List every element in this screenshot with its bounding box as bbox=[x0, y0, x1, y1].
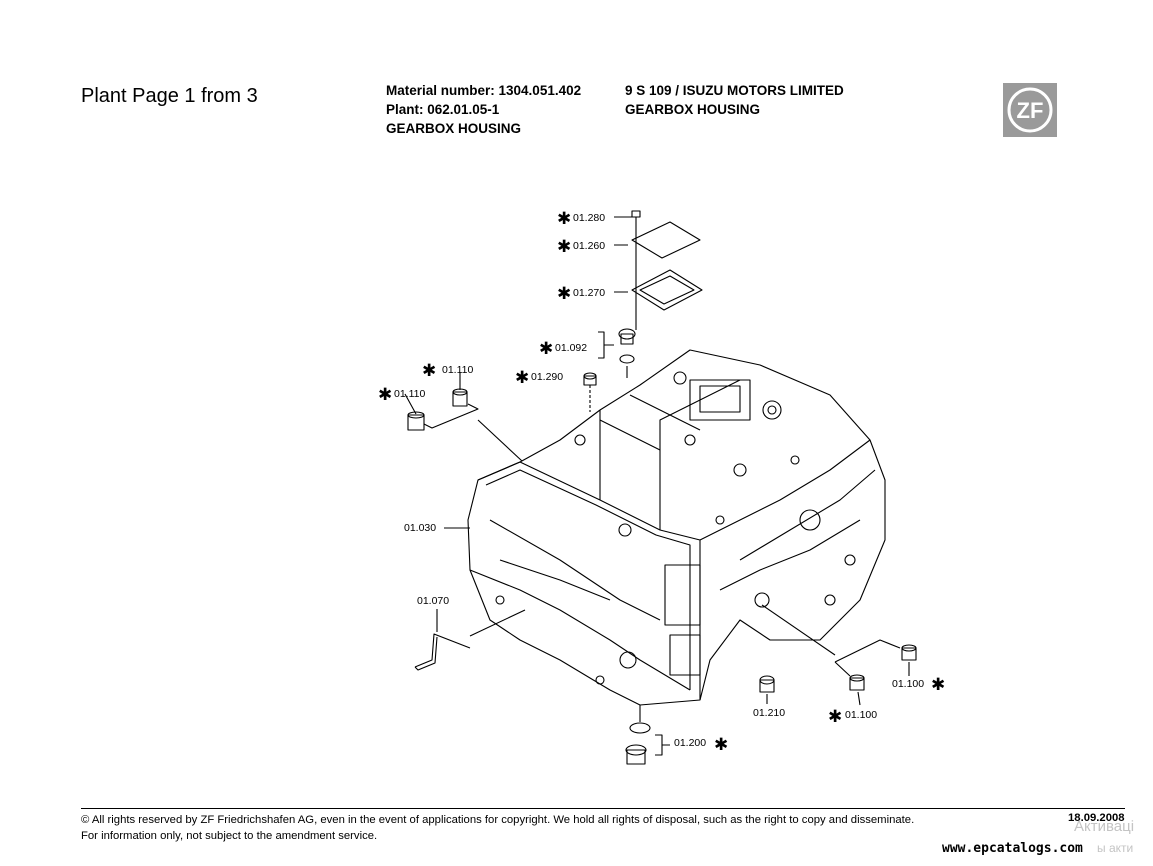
part-label-01-100: 01.100 bbox=[845, 709, 877, 721]
threaded-plug bbox=[901, 644, 917, 661]
copyright-line: © All rights reserved by ZF Friedrichsha… bbox=[81, 814, 915, 826]
threaded-plug bbox=[407, 411, 425, 431]
rod bbox=[414, 633, 471, 671]
part-label-01-110: 01.110 bbox=[394, 388, 425, 400]
star-mark: ✱ bbox=[714, 735, 728, 755]
part-label-01-260: 01.260 bbox=[573, 240, 605, 252]
star-mark: ✱ bbox=[515, 368, 529, 388]
star-mark: ✱ bbox=[422, 361, 436, 381]
screw bbox=[631, 210, 641, 228]
part-label-01-070: 01.070 bbox=[417, 595, 449, 607]
star-mark: ✱ bbox=[931, 675, 945, 695]
activation-watermark: ы акти bbox=[1097, 841, 1134, 855]
plug-screw bbox=[618, 328, 636, 345]
screw-plug bbox=[759, 675, 775, 693]
star-mark: ✱ bbox=[557, 284, 571, 304]
drain-plug bbox=[625, 744, 647, 765]
zf-logo-text: ZF bbox=[1017, 98, 1044, 123]
threaded-plug bbox=[452, 388, 468, 407]
part-description: GEARBOX HOUSING bbox=[386, 121, 522, 136]
model-name: 9 S 109 / ISUZU MOTORS LIMITED bbox=[625, 83, 844, 98]
model-description: GEARBOX HOUSING bbox=[625, 102, 761, 117]
gasket bbox=[631, 269, 703, 311]
model-info: 9 S 109 / ISUZU MOTORS LIMITED GEARBOX H… bbox=[625, 81, 844, 119]
document-date: 18.09.2008 bbox=[1068, 812, 1125, 824]
sleeve bbox=[583, 372, 597, 386]
cover-plate bbox=[631, 221, 701, 259]
part-label-01-092: 01.092 bbox=[555, 342, 587, 354]
copyright-notice: © All rights reserved by ZF Friedrichsha… bbox=[81, 812, 914, 844]
part-label-01-290: 01.290 bbox=[531, 371, 563, 383]
sealing-ring bbox=[619, 354, 635, 364]
part-label-01-030: 01.030 bbox=[404, 522, 436, 534]
part-label-01-280: 01.280 bbox=[573, 212, 605, 224]
sealing-ring bbox=[629, 722, 651, 734]
part-label-01-100: 01.100 bbox=[892, 678, 924, 690]
star-mark: ✱ bbox=[378, 385, 392, 405]
gearbox-housing bbox=[467, 349, 886, 706]
part-label-01-110: 01.110 bbox=[442, 364, 473, 376]
page-title: Plant Page 1 from 3 bbox=[81, 85, 258, 107]
part-label-01-270: 01.270 bbox=[573, 287, 605, 299]
material-number: Material number: 1304.051.402 bbox=[386, 83, 582, 98]
star-mark: ✱ bbox=[539, 339, 553, 359]
disclaimer-line: For information only, not subject to the… bbox=[81, 830, 378, 842]
part-label-01-200: 01.200 bbox=[674, 737, 706, 749]
threaded-plug bbox=[849, 674, 865, 691]
star-mark: ✱ bbox=[828, 707, 842, 727]
part-label-01-210: 01.210 bbox=[753, 707, 785, 719]
zf-logo: ZF bbox=[1003, 83, 1057, 137]
footer-divider bbox=[81, 808, 1125, 809]
plant-number: Plant: 062.01.05-1 bbox=[386, 102, 500, 117]
material-info: Material number: 1304.051.402 Plant: 062… bbox=[386, 81, 581, 138]
site-watermark: www.epcatalogs.com bbox=[942, 841, 1083, 856]
activation-watermark: Активаці bbox=[1074, 818, 1135, 835]
star-mark: ✱ bbox=[557, 209, 571, 229]
star-mark: ✱ bbox=[557, 237, 571, 257]
